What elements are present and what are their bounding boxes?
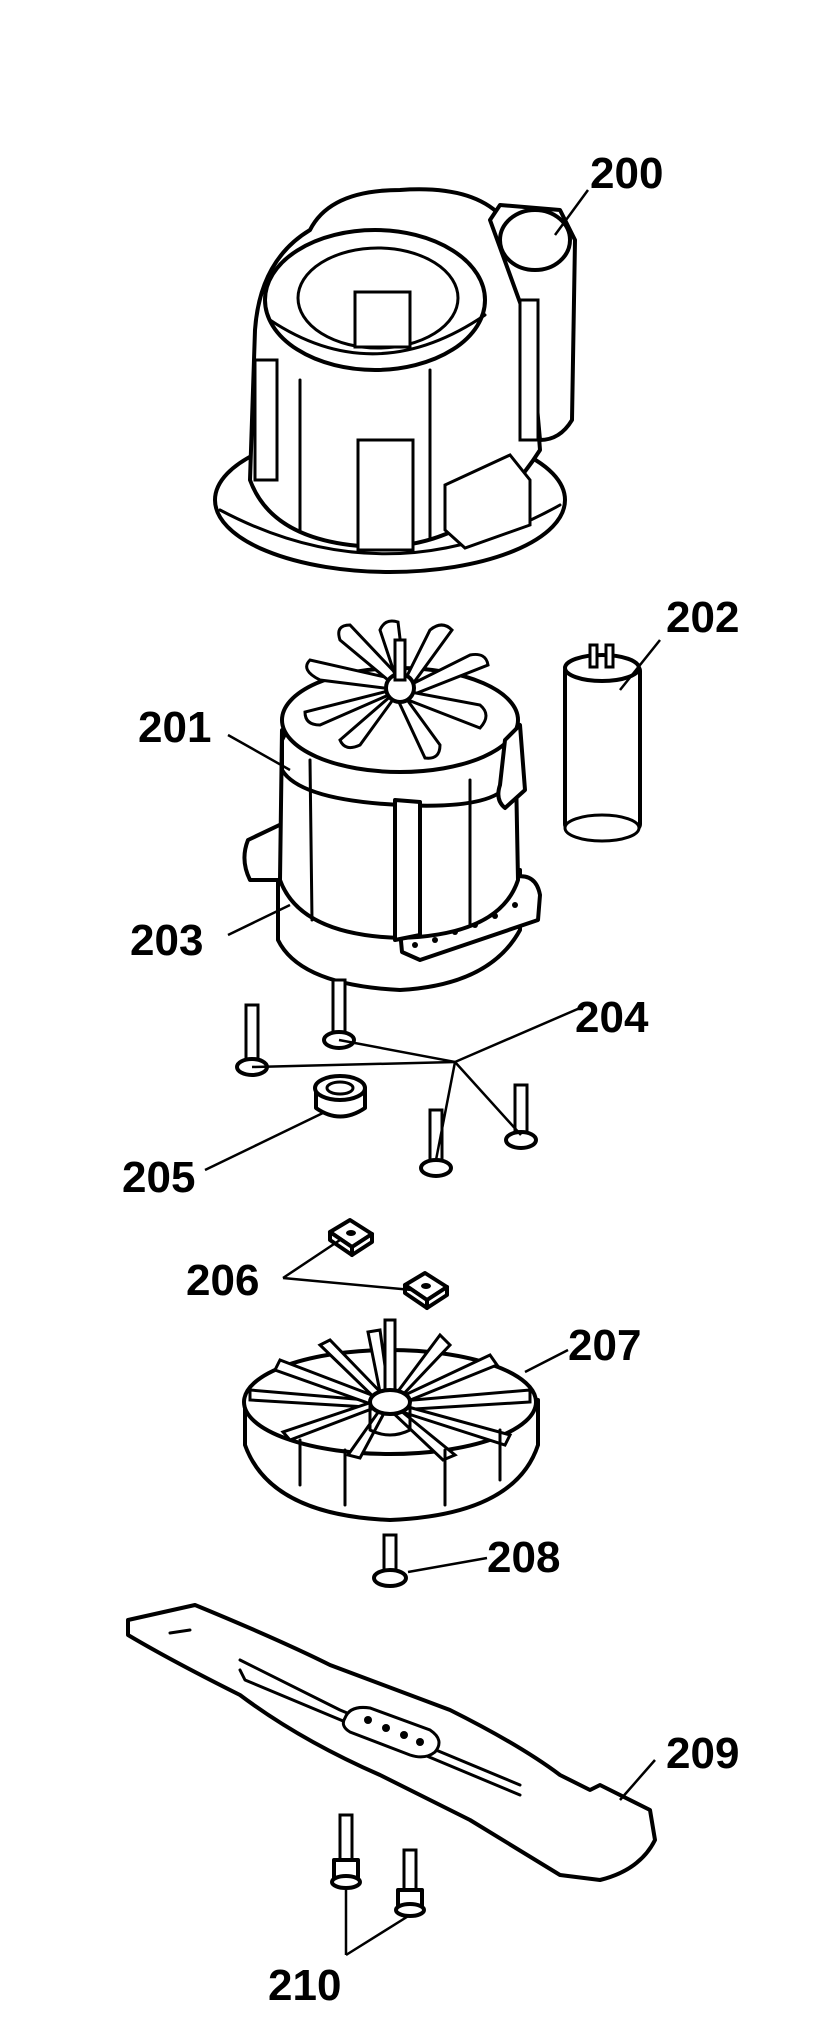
- callout-207: 207: [568, 1321, 641, 1370]
- callout-210: 210: [268, 1961, 341, 2010]
- part-207-fan: [242, 1318, 540, 1522]
- callout-201: 201: [138, 703, 211, 752]
- callout-numbers: 200 202 201 203 204 205 206 207 208 209 …: [122, 149, 739, 2010]
- part-210-screws: [330, 1813, 426, 1918]
- part-201-203-motor-assembly: [242, 619, 542, 992]
- part-205-bearing: [313, 1074, 367, 1119]
- callout-208: 208: [487, 1533, 560, 1582]
- screw: [504, 1083, 538, 1150]
- part-209-blade: [126, 1603, 657, 1882]
- callout-205: 205: [122, 1153, 195, 1202]
- callout-204: 204: [575, 993, 649, 1042]
- screw: [330, 1813, 362, 1890]
- callout-202: 202: [666, 593, 739, 642]
- callout-209: 209: [666, 1729, 739, 1778]
- part-206-nuts: [328, 1218, 449, 1310]
- part-208-screw: [372, 1533, 408, 1588]
- callout-203: 203: [130, 916, 203, 965]
- part-202-capacitor: [563, 643, 642, 843]
- part-204-screws: [235, 978, 538, 1178]
- leader-lines: [204, 189, 661, 1957]
- part-200-motor-housing: [213, 187, 577, 574]
- callout-200: 200: [590, 149, 663, 198]
- screw: [322, 978, 356, 1050]
- screw: [394, 1848, 426, 1918]
- screw: [235, 1003, 269, 1077]
- screw: [419, 1108, 453, 1178]
- callout-206: 206: [186, 1256, 259, 1305]
